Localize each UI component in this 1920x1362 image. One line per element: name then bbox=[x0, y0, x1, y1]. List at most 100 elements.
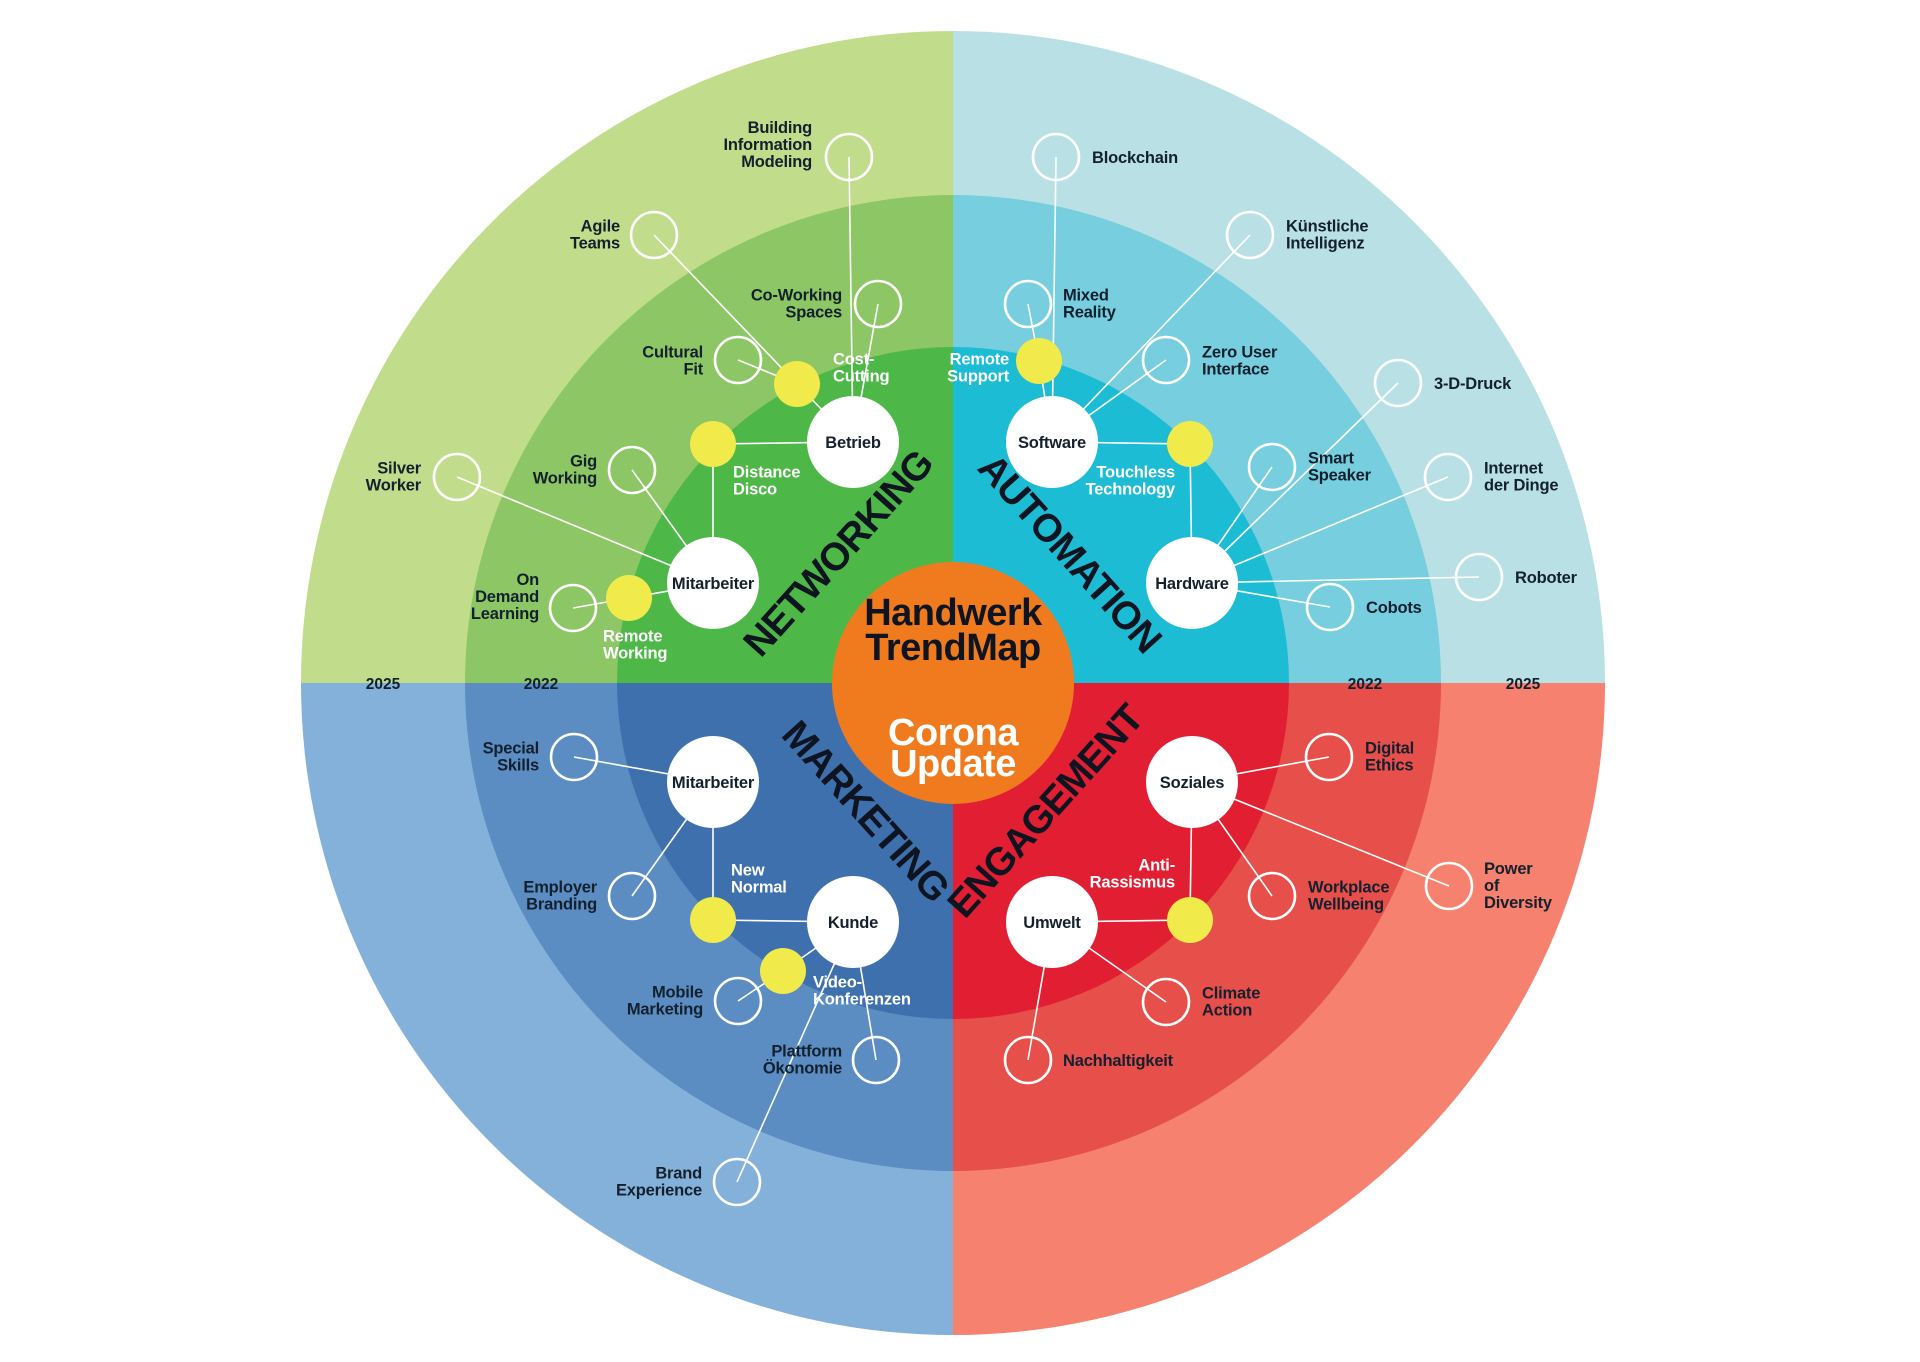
hub-kunde[interactable]: Kunde bbox=[807, 876, 899, 968]
trend-circle-nachhaltig[interactable] bbox=[1003, 1035, 1053, 1085]
hub-betrieb[interactable]: Betrieb bbox=[807, 396, 899, 488]
trend-circle-digital[interactable] bbox=[1304, 732, 1354, 782]
label-line: 3-D-Druck bbox=[1434, 375, 1512, 393]
label-line: Nachhaltigkeit bbox=[1063, 1052, 1174, 1070]
trend-circle-gig[interactable] bbox=[607, 445, 657, 495]
label-line: Learning bbox=[471, 605, 539, 623]
label-line: Cultural bbox=[642, 344, 703, 362]
trend-label-cobots: Cobots bbox=[1366, 599, 1422, 617]
label-line: Plattform bbox=[771, 1043, 842, 1061]
trend-circle-power[interactable] bbox=[1424, 861, 1474, 911]
corona-dot-touchless[interactable] bbox=[1167, 421, 1213, 467]
year-label-inner-left: 2022 bbox=[524, 676, 558, 693]
trend-label-nachhaltig: Nachhaltigkeit bbox=[1063, 1052, 1174, 1070]
trend-circle-smart[interactable] bbox=[1247, 442, 1297, 492]
label-line: Co-Working bbox=[751, 287, 842, 305]
corona-dot-anti[interactable] bbox=[1167, 897, 1213, 943]
trend-circle-brand[interactable] bbox=[712, 1157, 762, 1207]
label-line: Spaces bbox=[785, 304, 842, 322]
hub-label: Hardware bbox=[1155, 575, 1229, 593]
trend-label-roboter: Roboter bbox=[1515, 569, 1578, 587]
hub-software[interactable]: Software bbox=[1006, 396, 1098, 488]
label-line: Normal bbox=[731, 879, 787, 897]
trend-circle-employer[interactable] bbox=[607, 871, 657, 921]
label-line: Zero User bbox=[1202, 344, 1278, 362]
label-line: New bbox=[731, 862, 765, 880]
label-line: Action bbox=[1202, 1002, 1252, 1020]
label-line: Smart bbox=[1308, 450, 1354, 468]
label-line: Video- bbox=[813, 974, 862, 992]
hubs: Betrieb Mitarbeiter Software Hardware Mi… bbox=[667, 396, 1238, 968]
trend-circle-climate[interactable] bbox=[1141, 977, 1191, 1027]
trend-circle-roboter[interactable] bbox=[1454, 552, 1504, 602]
trend-circle-blockchain[interactable] bbox=[1031, 132, 1081, 182]
hub-umwelt[interactable]: Umwelt bbox=[1006, 876, 1098, 968]
label-line: Climate bbox=[1202, 985, 1260, 1003]
corona-dot-newnormal[interactable] bbox=[690, 897, 736, 943]
trend-circle-druck[interactable] bbox=[1373, 358, 1423, 408]
trend-circle-coworking[interactable] bbox=[853, 279, 903, 329]
trend-circle-bim[interactable] bbox=[824, 132, 874, 182]
label-line: Distance bbox=[733, 464, 800, 482]
year-label-outer-right: 2025 bbox=[1506, 676, 1541, 693]
trend-circle-mobile[interactable] bbox=[713, 976, 763, 1026]
trend-circle-special[interactable] bbox=[549, 732, 599, 782]
hub-mitarbeiter-networking[interactable]: Mitarbeiter bbox=[667, 537, 759, 629]
trend-circle-zerouser[interactable] bbox=[1141, 335, 1191, 385]
label-line: Ethics bbox=[1365, 757, 1413, 775]
label-line: Demand bbox=[475, 588, 539, 606]
label-line: Technology bbox=[1086, 481, 1176, 499]
hub-soziales[interactable]: Soziales bbox=[1146, 736, 1238, 828]
label-line: Support bbox=[947, 368, 1010, 386]
trend-circle-wellbeing[interactable] bbox=[1247, 871, 1297, 921]
trend-circle-mixed[interactable] bbox=[1003, 279, 1053, 329]
hub-mitarbeiter-marketing[interactable]: Mitarbeiter bbox=[667, 736, 759, 828]
corona-dot-distance[interactable] bbox=[690, 421, 736, 467]
label-line: Working bbox=[533, 470, 597, 488]
trend-circle-cobots[interactable] bbox=[1305, 582, 1355, 632]
label-line: Ökonomie bbox=[763, 1059, 842, 1078]
year-label-outer-left: 2025 bbox=[366, 676, 401, 693]
label-line: Branding bbox=[526, 896, 597, 914]
trend-circle-iot[interactable] bbox=[1423, 452, 1473, 502]
corona-dot-video[interactable] bbox=[760, 948, 806, 994]
label-line: Cobots bbox=[1366, 599, 1422, 617]
trend-circle-ondemand[interactable] bbox=[548, 583, 598, 633]
trend-circle-silver[interactable] bbox=[432, 452, 482, 502]
trend-circle-plattform[interactable] bbox=[851, 1035, 901, 1085]
label-line: of bbox=[1484, 877, 1500, 895]
trend-circle-ki[interactable] bbox=[1225, 210, 1275, 260]
hub-label: Mitarbeiter bbox=[672, 575, 755, 593]
label-line: Digital bbox=[1365, 740, 1414, 758]
corona-dot-remotesupp[interactable] bbox=[1016, 338, 1062, 384]
center-circle bbox=[832, 562, 1074, 804]
corona-dot-remotework[interactable] bbox=[606, 575, 652, 621]
trend-label-druck: 3-D-Druck bbox=[1434, 375, 1512, 393]
label-line: Marketing bbox=[627, 1001, 703, 1019]
label-line: Skills bbox=[497, 757, 539, 775]
corona-dot-costcutting[interactable] bbox=[774, 361, 820, 407]
center-subtitle-line2: Update bbox=[890, 743, 1016, 785]
label-line: der Dinge bbox=[1484, 477, 1558, 495]
trend-circle-agile[interactable] bbox=[629, 210, 679, 260]
corona-label-anti: Anti-Rassismus bbox=[1090, 857, 1175, 892]
label-line: Diversity bbox=[1484, 894, 1553, 912]
trend-circle-cultural[interactable] bbox=[713, 335, 763, 385]
hub-hardware[interactable]: Hardware bbox=[1146, 537, 1238, 629]
hub-label: Umwelt bbox=[1023, 914, 1081, 932]
label-line: Teams bbox=[570, 235, 620, 253]
